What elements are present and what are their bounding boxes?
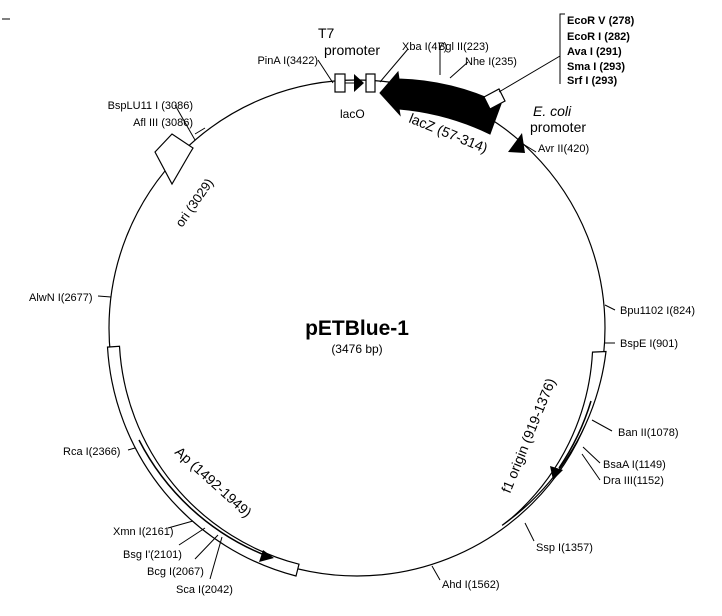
site-dra: Dra III(1152) bbox=[603, 475, 664, 487]
site-xmn: Xmn I(2161) bbox=[113, 526, 174, 538]
site-bspe: BspE I(901) bbox=[620, 338, 678, 350]
bcg-leader bbox=[194, 534, 219, 560]
site-xba: Xba I(47) bbox=[402, 41, 447, 53]
afl-leader bbox=[194, 127, 206, 135]
site-bpu: Bpu1102 I(824) bbox=[620, 305, 695, 317]
site-bcg: Bcg I(2067) bbox=[147, 566, 204, 578]
ap-arrow-head bbox=[259, 550, 274, 562]
ori-arrow bbox=[154, 133, 194, 186]
site-alwn: AlwN I(2677) bbox=[29, 292, 93, 304]
bsplu-leader bbox=[174, 104, 196, 141]
mcs-box bbox=[483, 88, 506, 110]
t7-label-line2: promoter bbox=[324, 42, 380, 58]
bsaa-leader bbox=[582, 446, 601, 464]
xmn-leader bbox=[167, 520, 194, 529]
site-bsaa: BsaA I(1149) bbox=[603, 459, 666, 471]
site-avr: Avr II(420) bbox=[538, 143, 589, 155]
bsgi-leader bbox=[178, 527, 206, 546]
ecoli-label-line1: E. coli bbox=[533, 103, 572, 119]
f1-arrow-head bbox=[550, 466, 563, 480]
f1-arrow-line bbox=[558, 400, 592, 469]
ecoli-promoter-arrow bbox=[508, 133, 525, 153]
t7-promoter-arrow bbox=[354, 74, 364, 92]
plasmid-name: pETBlue-1 bbox=[305, 317, 409, 340]
site-rca: Rca I(2366) bbox=[63, 446, 120, 458]
ori-label: ori (3029) bbox=[172, 176, 216, 230]
avr-leader bbox=[522, 143, 537, 153]
site-bgl: Bgl II(223) bbox=[438, 41, 489, 53]
site-ban: Ban II(1078) bbox=[618, 427, 679, 439]
ap-arrow-line bbox=[138, 439, 263, 555]
nhe-leader bbox=[449, 61, 469, 79]
lacz-arrow bbox=[379, 70, 502, 135]
lacO-label: lacO bbox=[340, 107, 365, 121]
site-leaders bbox=[97, 13, 616, 581]
ap-band bbox=[106, 345, 300, 577]
site-ava: Ava I (291) bbox=[567, 46, 622, 58]
xba-leader bbox=[379, 48, 409, 83]
site-bsgi: Bsg I'(2101) bbox=[123, 549, 182, 561]
site-ahd: Ahd I(1562) bbox=[442, 579, 499, 591]
f1-origin-band bbox=[501, 350, 607, 526]
site-srf: Srf I (293) bbox=[567, 75, 617, 87]
site-bsplu: BspLU11 I (3086) bbox=[108, 100, 193, 112]
site-ssp: Ssp I(1357) bbox=[536, 542, 593, 554]
ssp-leader bbox=[524, 522, 535, 542]
site-sma: Sma I (293) bbox=[567, 61, 625, 73]
ahd-leader bbox=[431, 565, 441, 581]
site-pinA: PinA I(3422) bbox=[257, 55, 318, 67]
lacO-box-right bbox=[365, 73, 376, 93]
ecorv-cluster-leader bbox=[498, 13, 565, 93]
rca-leader bbox=[127, 447, 136, 451]
plasmid-size: (3476 bp) bbox=[331, 342, 382, 356]
ecoli-label-line2: promoter bbox=[530, 119, 586, 135]
site-ecorv: EcoR V (278) bbox=[567, 15, 635, 27]
ban-leader bbox=[591, 419, 613, 432]
alwn-leader bbox=[97, 295, 112, 298]
pinA-leader bbox=[317, 59, 334, 84]
dra-leader bbox=[581, 453, 601, 481]
lacO-box-left bbox=[334, 73, 346, 93]
site-sca: Sca I(2042) bbox=[176, 584, 233, 596]
bpu-leader bbox=[604, 304, 616, 311]
site-nhe: Nhe I(235) bbox=[465, 56, 517, 68]
t7-label-line1: T7 bbox=[318, 25, 335, 41]
sca-leader bbox=[209, 536, 223, 580]
site-afl: Afl III (3086) bbox=[133, 117, 193, 129]
site-ecori: EcoR I (282) bbox=[567, 31, 630, 43]
